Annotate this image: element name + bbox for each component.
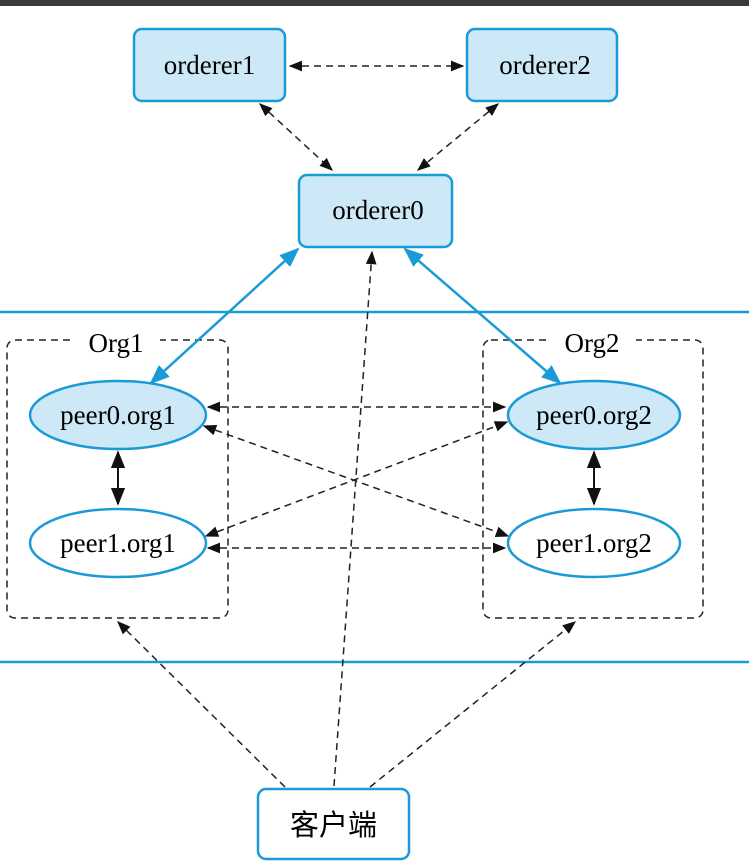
peer0-org2-label: peer0.org2 — [536, 400, 652, 430]
peer0-org1-label: peer0.org1 — [60, 400, 176, 430]
orderer0-node: orderer0 — [297, 173, 454, 249]
link-client-org1 — [117, 621, 286, 788]
orderer1-label: orderer1 — [164, 50, 255, 80]
link-orderer0-peer0org2 — [403, 247, 562, 385]
link-client-org2 — [369, 621, 577, 788]
window-top-strip — [0, 0, 749, 6]
client-label: 客户端 — [290, 808, 377, 842]
peer1-org2-node: peer1.org2 — [506, 507, 682, 579]
org1-group-label: Org1 — [88, 328, 143, 358]
link-orderer2-orderer0 — [416, 103, 500, 171]
peer1-org2-label: peer1.org2 — [536, 528, 652, 558]
org2-group-label: Org2 — [564, 328, 619, 358]
link-orderer0-peer0org1 — [149, 247, 300, 385]
peer1-org1-label: peer1.org1 — [60, 528, 176, 558]
orderer2-label: orderer2 — [499, 50, 590, 80]
peer1-org1-node: peer1.org1 — [28, 507, 208, 579]
orderer2-node: orderer2 — [465, 27, 619, 103]
link-client-orderer0 — [333, 250, 377, 787]
peer0-org2-node: peer0.org2 — [506, 379, 682, 451]
link-orderer1-orderer0 — [259, 103, 333, 171]
orderer0-label: orderer0 — [332, 195, 423, 225]
link-peer1org1-peer0org2 — [204, 421, 509, 537]
client-node: 客户端 — [256, 787, 411, 861]
orderer1-node: orderer1 — [132, 27, 287, 103]
peer0-org1-node: peer0.org1 — [28, 379, 208, 451]
